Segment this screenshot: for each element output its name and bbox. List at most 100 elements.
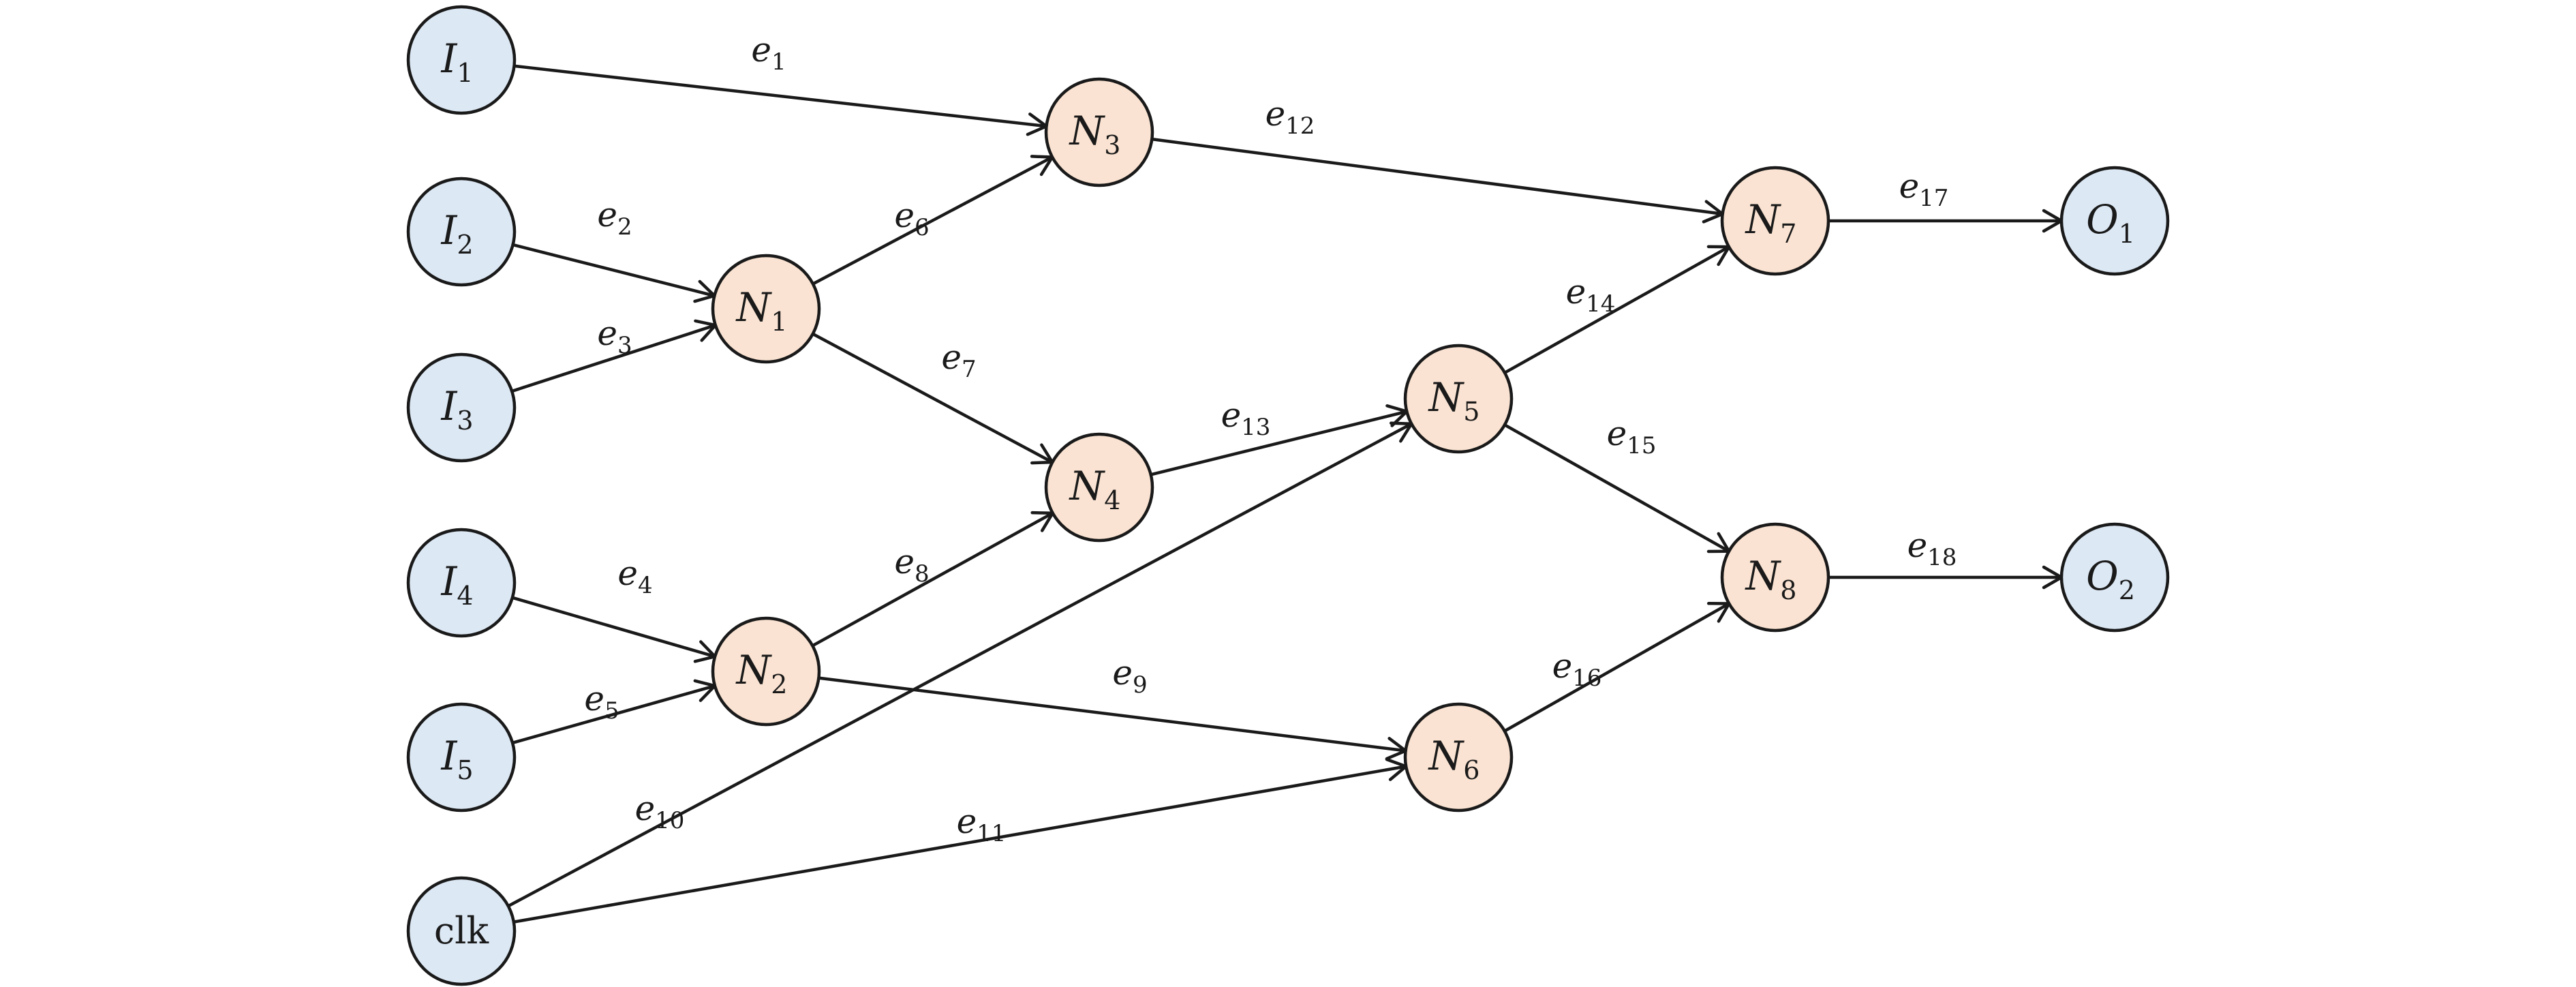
node-circle-I5 <box>406 702 517 813</box>
node-label-main: N <box>1428 374 1465 421</box>
node-label-subscript: 8 <box>1780 575 1796 605</box>
node-label-subscript: 2 <box>457 230 473 260</box>
edge-label-main: e <box>957 802 977 841</box>
edge-label-main: e <box>635 789 656 828</box>
node-label-O2: O2 <box>2086 553 2135 605</box>
node-I4: I4 <box>406 528 517 638</box>
node-label-N2: N2 <box>735 647 788 699</box>
edge-line-e8 <box>812 511 1054 648</box>
edge-label-main: e <box>1566 272 1586 312</box>
node-label-subscript: 6 <box>1463 755 1479 785</box>
node-label-main: I <box>440 558 457 605</box>
node-label-I5: I5 <box>440 733 473 785</box>
node-label-I2: I2 <box>440 207 473 260</box>
edge-label-e8: e8 <box>894 542 929 588</box>
edge-label-main: e <box>894 542 915 581</box>
edge-label-main: e <box>751 30 771 70</box>
node-O2: O2 <box>2059 522 2170 633</box>
edge-label-e7: e7 <box>941 337 976 383</box>
edge-line-e13 <box>1150 410 1407 476</box>
node-label-subscript: 2 <box>2119 575 2135 605</box>
node-N1: N1 <box>711 254 821 364</box>
node-label-main: N <box>1745 553 1782 599</box>
node-label-subscript: 3 <box>457 406 473 436</box>
node-label-N6: N6 <box>1428 733 1480 785</box>
edge-label-subscript: 13 <box>1241 414 1270 441</box>
node-label-main: N <box>1069 108 1106 154</box>
node-label-main: I <box>440 383 457 429</box>
edge-label-main: e <box>1112 653 1133 693</box>
node-label-N5: N5 <box>1428 374 1480 427</box>
edge-label-subscript: 2 <box>617 213 632 241</box>
edge-e7 <box>812 332 1054 465</box>
edge-label-subscript: 18 <box>1927 544 1957 571</box>
edge-line-e15 <box>1503 423 1730 553</box>
node-label-subscript: 1 <box>2119 219 2135 249</box>
node-label-main: O <box>2086 553 2119 599</box>
edge-label-e11: e11 <box>957 802 1007 847</box>
edge-label-main: e <box>1907 526 1928 565</box>
node-label-main: N <box>1745 196 1782 243</box>
node-circle-N2 <box>711 616 821 727</box>
edge-line-e5 <box>512 684 716 745</box>
edge-label-main: e <box>1899 166 1920 206</box>
node-label-main: clk <box>434 909 490 952</box>
edge-label-e18: e18 <box>1907 526 1957 571</box>
edge-e12 <box>1152 137 1724 224</box>
edge-label-subscript: 3 <box>617 332 632 359</box>
edge-label-e6: e6 <box>894 196 929 241</box>
edge-line-e2 <box>512 243 715 298</box>
edge-line-e12 <box>1152 137 1723 216</box>
node-N2: N2 <box>711 616 821 727</box>
edge-label-subscript: 1 <box>771 48 786 76</box>
edge-label-e2: e2 <box>597 195 632 241</box>
node-label-subscript: 3 <box>1104 130 1120 160</box>
edge-line-e4 <box>512 596 716 658</box>
edge-e6 <box>812 155 1054 286</box>
node-circle-O1 <box>2059 166 2170 276</box>
node-circle-N7 <box>1720 166 1830 276</box>
node-label-main: N <box>1069 463 1106 509</box>
node-circle-clk <box>406 876 517 986</box>
edge-e2 <box>512 243 716 303</box>
edge-label-main: e <box>894 196 915 235</box>
node-O1: O1 <box>2059 166 2170 276</box>
node-circle-I2 <box>406 177 517 287</box>
edge-label-e1: e1 <box>751 30 786 76</box>
edge-label-subscript: 10 <box>655 807 684 834</box>
edge-label-subscript: 4 <box>638 572 653 599</box>
edge-label-e14: e14 <box>1566 272 1616 318</box>
node-label-N4: N4 <box>1069 463 1121 515</box>
edge-label-e17: e17 <box>1899 166 1949 212</box>
node-N4: N4 <box>1044 432 1154 543</box>
edge-label-main: e <box>1266 94 1286 134</box>
node-label-subscript: 1 <box>771 307 787 337</box>
node-label-main: O <box>2086 196 2119 243</box>
edge-label-subscript: 7 <box>962 356 977 383</box>
edge-e16 <box>1503 602 1731 733</box>
edge-label-subscript: 17 <box>1919 185 1948 212</box>
node-label-N1: N1 <box>735 284 788 337</box>
edge-e17 <box>1828 209 2064 233</box>
edge-e14 <box>1503 245 1731 374</box>
node-clk: clk <box>406 876 517 986</box>
node-label-main: I <box>440 733 457 779</box>
node-N3: N3 <box>1044 77 1154 187</box>
node-label-subscript: 4 <box>1104 485 1120 515</box>
node-N8: N8 <box>1720 522 1830 633</box>
node-label-N7: N7 <box>1745 196 1797 249</box>
edge-label-main: e <box>1607 414 1627 453</box>
node-circle-I1 <box>406 5 517 115</box>
node-label-subscript: 7 <box>1780 219 1796 249</box>
edge-e1 <box>514 64 1048 136</box>
node-label-subscript: 5 <box>457 755 473 785</box>
edge-label-e16: e16 <box>1552 646 1602 692</box>
node-label-main: N <box>735 284 773 331</box>
node-label-I1: I1 <box>440 35 473 88</box>
edge-label-main: e <box>597 195 617 234</box>
node-I1: I1 <box>406 5 517 115</box>
node-circle-N4 <box>1044 432 1154 543</box>
node-circle-O2 <box>2059 522 2170 633</box>
edge-line-e1 <box>514 64 1047 128</box>
edge-line-e16 <box>1503 602 1730 733</box>
